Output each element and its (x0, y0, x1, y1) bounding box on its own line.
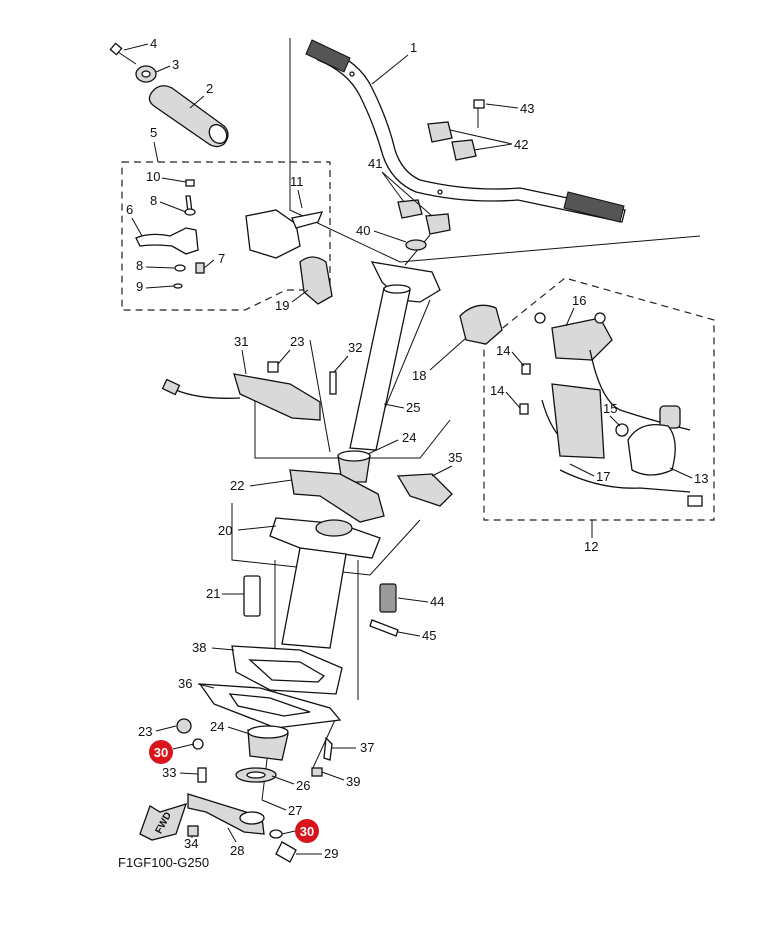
throttle-housing-18 (459, 304, 503, 345)
callout-33: 33 (162, 765, 176, 780)
steering-shaft (269, 517, 381, 649)
callout-42: 42 (514, 137, 528, 152)
callout-17: 17 (596, 469, 610, 484)
bolt-29 (275, 841, 297, 863)
lower-bushing (247, 725, 289, 761)
callout-12: 12 (584, 539, 598, 554)
callout-21: 21 (206, 586, 220, 601)
callout-5: 5 (150, 125, 157, 140)
callout-14b: 14 (490, 383, 504, 398)
start-stop-switch (161, 361, 337, 421)
callout-24a: 24 (402, 430, 416, 445)
throttle-lever-assembly (135, 179, 333, 305)
callout-24b: 24 (210, 719, 224, 734)
switch-housing-16 (534, 312, 613, 361)
upper-bushing (337, 450, 371, 483)
mounting-bracket-35 (396, 473, 453, 507)
small-hardware (176, 718, 333, 839)
callout-44: 44 (430, 594, 444, 609)
callout-19: 19 (275, 298, 289, 313)
callout-45: 45 (422, 628, 436, 643)
highlight-30a-label: 30 (154, 745, 168, 760)
callout-4: 4 (150, 36, 157, 51)
left-grip (148, 85, 229, 148)
callout-38: 38 (192, 640, 206, 655)
callout-41: 41 (368, 156, 382, 171)
steering-column (349, 261, 441, 451)
callout-37: 37 (360, 740, 374, 755)
callout-31: 31 (234, 334, 248, 349)
steering-arm (187, 793, 265, 835)
callout-10: 10 (146, 169, 160, 184)
callout-18: 18 (412, 368, 426, 383)
callout-14a: 14 (496, 343, 510, 358)
callout-35: 35 (448, 450, 462, 465)
callout-34: 34 (184, 836, 198, 851)
handlebar (305, 39, 626, 223)
callout-26: 26 (296, 778, 310, 793)
gasket-36 (198, 683, 342, 729)
callout-9: 9 (136, 279, 143, 294)
callout-13: 13 (694, 471, 708, 486)
gasket-38 (231, 645, 343, 695)
callout-1: 1 (410, 40, 417, 55)
callout-7: 7 (218, 251, 225, 266)
bolt-21 (243, 575, 261, 617)
callout-8a: 8 (150, 193, 157, 208)
group-box-5 (121, 161, 331, 311)
callout-11: 11 (290, 174, 304, 189)
callout-3: 3 (172, 57, 179, 72)
callout-16: 16 (572, 293, 586, 308)
spring-44 (379, 583, 397, 613)
switch-wiring (519, 349, 703, 507)
forward-arrow: FWD (139, 803, 188, 841)
callout-36: 36 (178, 676, 192, 691)
callout-23b: 23 (138, 724, 152, 739)
callout-43: 43 (520, 101, 534, 116)
group-box-12 (483, 277, 715, 521)
grip-bolt (109, 42, 137, 65)
callout-15: 15 (603, 401, 617, 416)
callout-20: 20 (218, 523, 232, 538)
highlighted-callout-30b: 30 (281, 819, 319, 843)
callout-32: 32 (348, 340, 362, 355)
washer-26 (235, 767, 277, 783)
highlighted-callout-30a: 30 (149, 740, 195, 764)
callout-6: 6 (126, 202, 133, 217)
callout-2: 2 (206, 81, 213, 96)
column-cover-plate (289, 469, 385, 523)
callout-8b: 8 (136, 258, 143, 273)
handlebar-holders (397, 99, 485, 251)
callout-28: 28 (230, 843, 244, 858)
callout-22: 22 (230, 478, 244, 493)
pin-45 (369, 619, 399, 637)
callout-23a: 23 (290, 334, 304, 349)
grip-washer (135, 65, 157, 83)
callout-39: 39 (346, 774, 360, 789)
callout-25: 25 (406, 400, 420, 415)
highlight-30b-label: 30 (300, 824, 314, 839)
callout-labels: 1 2 3 4 5 6 7 8 8 9 10 11 12 13 14 14 15… (123, 36, 708, 861)
callout-40: 40 (356, 223, 370, 238)
callout-29: 29 (324, 846, 338, 861)
diagram-code: F1GF100-G250 (118, 855, 209, 870)
callout-27: 27 (288, 803, 302, 818)
